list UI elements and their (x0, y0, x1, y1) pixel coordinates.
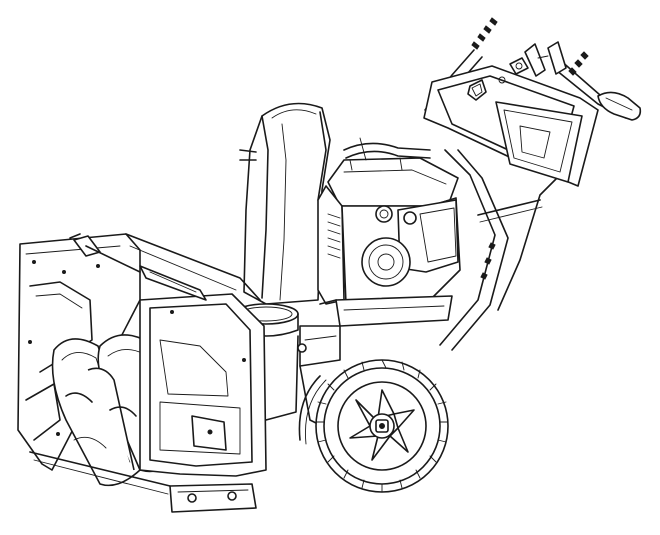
left-wheel-hint (298, 375, 327, 445)
control-dashboard (423, 57, 599, 187)
drift-cutter (69, 233, 207, 301)
engine (317, 137, 461, 327)
handle-rail-markings (471, 17, 589, 280)
auger-housing (17, 233, 267, 513)
right-wheel (315, 359, 449, 493)
